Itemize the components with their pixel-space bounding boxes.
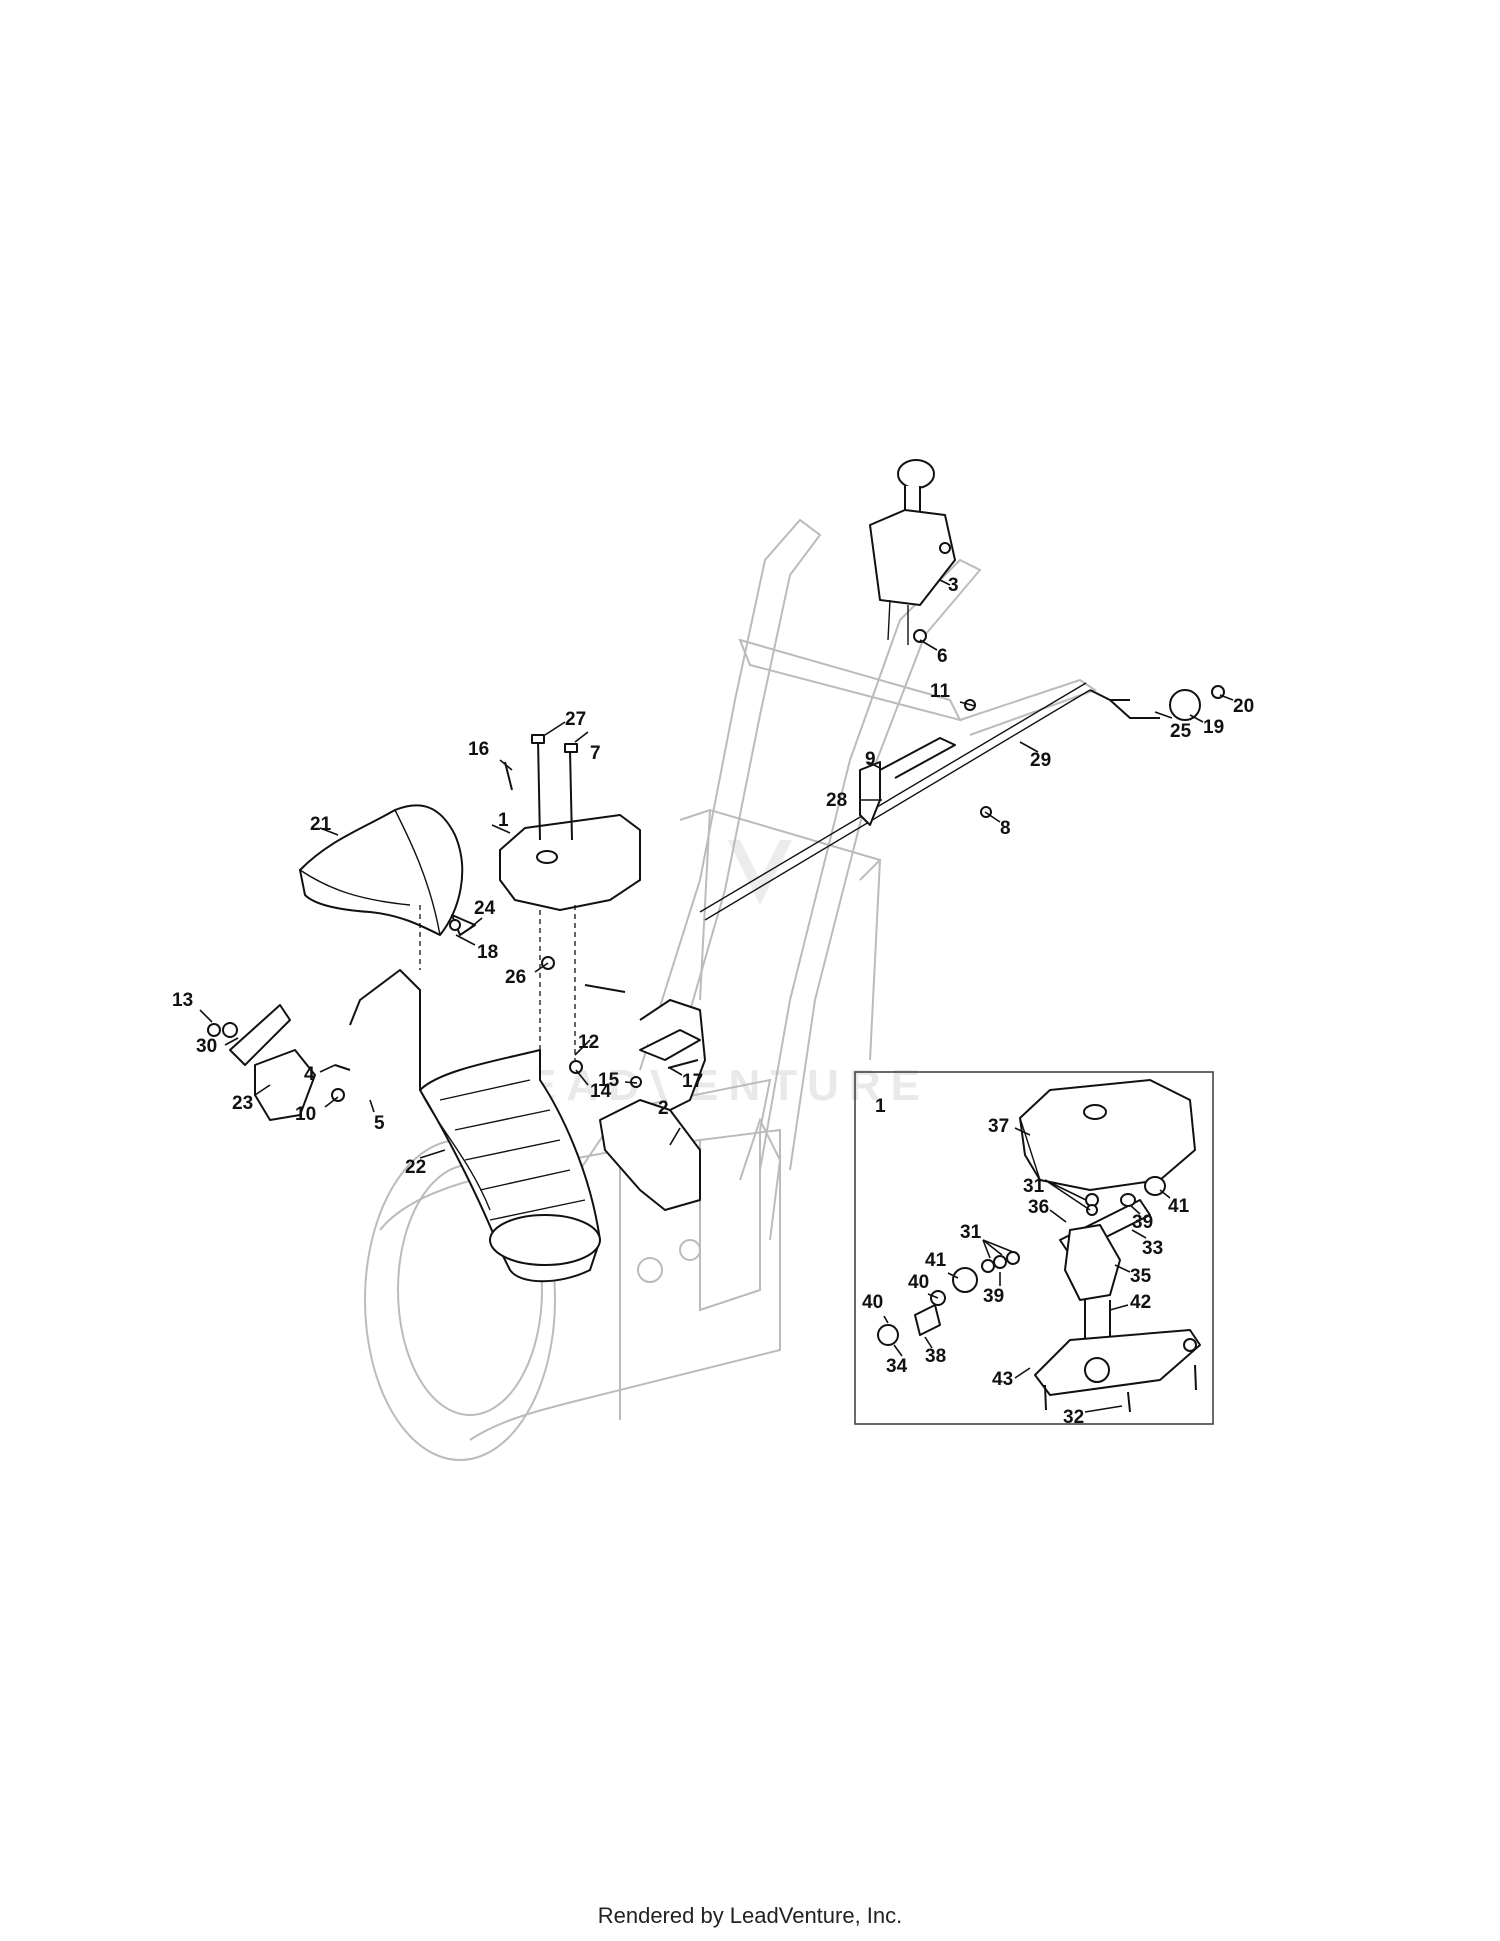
leader-lines — [199, 579, 1234, 1159]
callout-28: 28 — [826, 790, 847, 811]
callout-12: 12 — [578, 1032, 599, 1053]
callout-17: 17 — [682, 1071, 703, 1092]
callout-31b: 31 — [960, 1222, 982, 1243]
callout-25: 25 — [1170, 721, 1192, 742]
callout-22: 22 — [405, 1157, 426, 1178]
chute-control-lever — [869, 459, 956, 645]
callout-23: 23 — [232, 1093, 253, 1114]
callout-8: 8 — [1000, 818, 1011, 839]
callout-7: 7 — [590, 743, 601, 764]
callout-39a: 39 — [1132, 1212, 1153, 1233]
callout-15: 15 — [598, 1070, 620, 1091]
callout-labels: 1 2 3 4 5 6 7 8 9 10 11 12 13 14 15 16 1… — [172, 575, 1254, 1178]
callout-41a: 41 — [1168, 1196, 1190, 1217]
callout-30: 30 — [196, 1036, 217, 1057]
callout-37: 37 — [988, 1116, 1009, 1137]
footer-credit: Rendered by LeadVenture, Inc. — [597, 1903, 903, 1928]
callout-36: 36 — [1028, 1197, 1049, 1218]
callout-40b: 40 — [862, 1292, 883, 1313]
chute-crank-rod — [699, 682, 1225, 921]
callout-43: 43 — [992, 1369, 1013, 1390]
callout-1: 1 — [498, 810, 509, 831]
callout-41b: 41 — [925, 1250, 947, 1271]
callout-10: 10 — [295, 1104, 316, 1125]
callout-27: 27 — [565, 709, 586, 730]
chute-bracket — [599, 999, 706, 1211]
callout-4: 4 — [304, 1064, 315, 1085]
callout-9: 9 — [865, 749, 876, 770]
gearbox-detail-inset: 1 — [854, 1071, 1214, 1428]
callout-35: 35 — [1130, 1266, 1152, 1287]
callout-11: 11 — [930, 681, 951, 702]
callout-6: 6 — [937, 646, 948, 667]
callout-32: 32 — [1063, 1407, 1084, 1428]
callout-3: 3 — [948, 575, 959, 596]
callout-40a: 40 — [908, 1272, 929, 1293]
callout-16: 16 — [468, 739, 489, 760]
handle-frame — [639, 518, 1098, 1241]
callout-34: 34 — [886, 1356, 908, 1377]
callout-2: 2 — [658, 1098, 669, 1119]
callout-42: 42 — [1130, 1292, 1151, 1313]
callout-38: 38 — [925, 1346, 946, 1367]
callout-33: 33 — [1142, 1238, 1163, 1259]
callout-20: 20 — [1233, 696, 1254, 717]
watermark-text: LEADVENTURE — [490, 1061, 930, 1110]
callout-18: 18 — [477, 942, 498, 963]
callout-13: 13 — [172, 990, 193, 1011]
callout-24: 24 — [474, 898, 496, 919]
callout-14: 14 — [590, 1081, 612, 1102]
callout-39b: 39 — [983, 1286, 1004, 1307]
fasteners — [207, 629, 992, 1102]
callout-21: 21 — [310, 814, 332, 835]
callout-31a: 31 — [1023, 1176, 1045, 1197]
gear-cover — [499, 814, 641, 911]
inset-label: 1 — [875, 1096, 886, 1117]
callout-29: 29 — [1030, 750, 1051, 771]
discharge-chute — [349, 969, 601, 1283]
callout-26: 26 — [505, 967, 526, 988]
chute-deflector — [299, 804, 464, 936]
watermark: LEADVENTURE — [490, 840, 930, 1110]
inset-frame — [854, 1071, 1214, 1425]
callout-19: 19 — [1203, 717, 1224, 738]
callout-5: 5 — [374, 1113, 385, 1134]
